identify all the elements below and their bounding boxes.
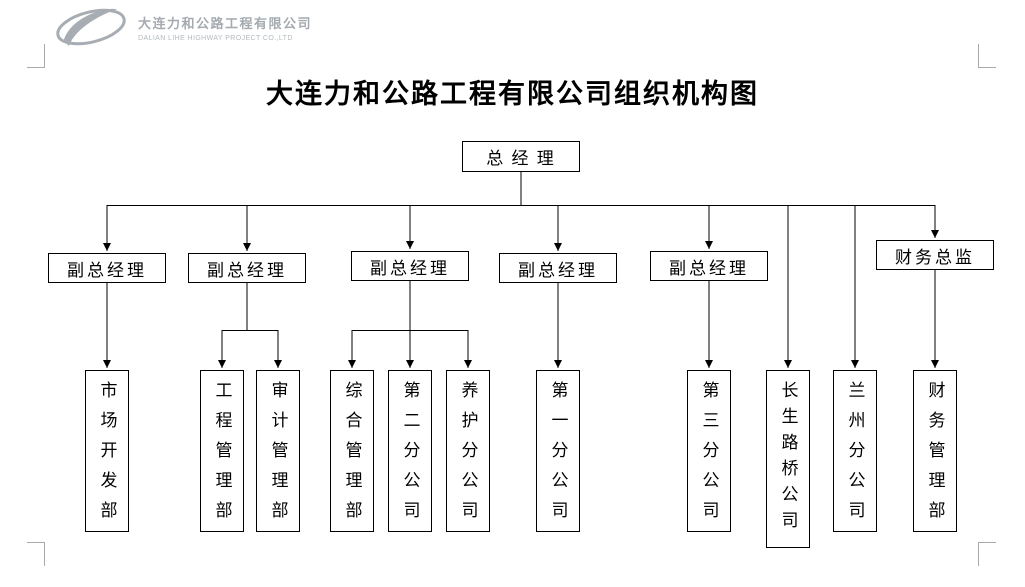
node-maintenance-branch: 养护分公司 [446,370,490,532]
node-label: 第二分公司 [400,381,420,531]
node-deputy-gm-1: 副总经理 [48,253,166,283]
node-finance-director: 财务总监 [876,240,994,270]
company-name-en: DALIAN LIHE HIGHWAY PROJECT CO.,LTD [138,34,293,42]
node-no3-branch: 第三分公司 [687,370,731,532]
crop-mark-bottom-right [978,542,996,566]
node-no2-branch: 第二分公司 [388,370,432,532]
node-label: 副总经理 [370,258,450,278]
node-label: 综合管理部 [342,381,362,531]
node-deputy-gm-2: 副总经理 [188,253,306,283]
crop-mark-top-right [978,44,996,68]
node-general-mgmt-dept: 综合管理部 [330,370,374,532]
node-label: 副总经理 [669,258,749,278]
crop-mark-bottom-left [27,542,45,566]
node-label: 总 经 理 [486,149,556,168]
node-label: 市场开发部 [97,381,117,531]
node-label: 副总经理 [518,260,598,280]
node-deputy-gm-5: 副总经理 [650,251,768,281]
company-logo: 大连力和公路工程有限公司 DALIAN LIHE HIGHWAY PROJECT… [50,4,312,50]
node-label: 审计管理部 [268,381,288,531]
company-logo-icon [56,8,126,46]
node-label: 养护分公司 [458,381,478,531]
node-label: 第一分公司 [548,381,568,531]
company-name-cn: 大连力和公路工程有限公司 [138,15,313,31]
node-market-development-dept: 市场开发部 [85,370,129,532]
node-no1-branch: 第一分公司 [536,370,580,532]
node-changsheng-road-bridge-co: 长生路桥公司 [766,370,810,548]
node-label: 副总经理 [207,260,287,280]
node-label: 长生路桥公司 [778,381,798,537]
node-label: 财务总监 [895,247,975,267]
node-label: 副总经理 [67,260,147,280]
node-finance-mgmt-dept: 财务管理部 [913,370,957,532]
node-general-manager: 总 经 理 [462,141,580,172]
node-audit-mgmt-dept: 审计管理部 [256,370,300,532]
node-label: 财务管理部 [925,381,945,531]
node-lanzhou-branch: 兰州分公司 [833,370,877,532]
node-deputy-gm-4: 副总经理 [499,253,617,283]
node-label: 兰州分公司 [845,381,865,531]
node-label: 工程管理部 [212,381,232,531]
page-title: 大连力和公路工程有限公司组织机构图 [266,79,759,109]
crop-mark-top-left [27,44,45,68]
node-label: 第三分公司 [699,381,719,531]
node-deputy-gm-3: 副总经理 [351,251,469,281]
node-engineering-mgmt-dept: 工程管理部 [200,370,244,532]
